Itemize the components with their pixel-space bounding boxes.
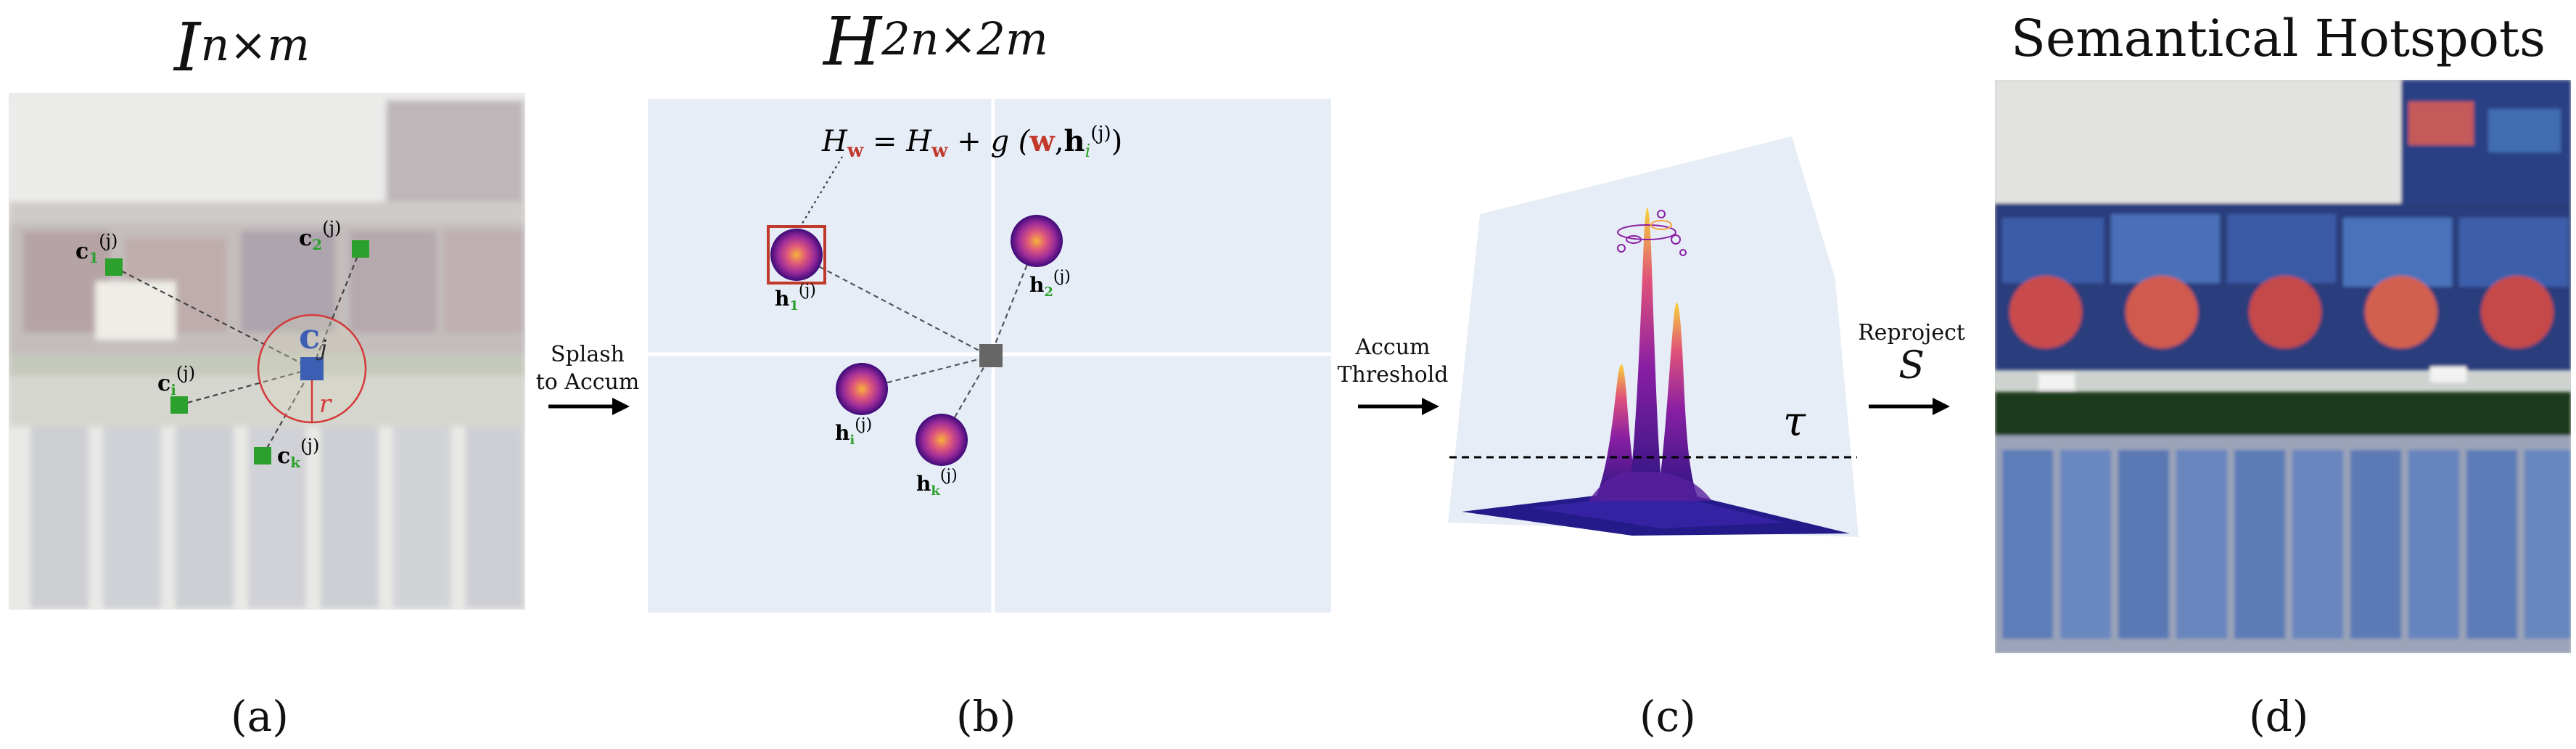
reproject-arrow-label: Reproject S: [1846, 319, 1977, 385]
reproject-arrow: [1869, 398, 1950, 415]
surface-peak-center: [1629, 208, 1663, 497]
label-hk: hk(j): [916, 467, 958, 499]
panel-d-caption: (d): [2249, 692, 2309, 741]
threshold-arrow: [1358, 398, 1439, 415]
label-c2: c2(j): [299, 218, 341, 253]
reproject-symbol: S: [1898, 343, 1925, 388]
label-ck: ck(j): [277, 435, 319, 471]
panel-b-caption: (b): [956, 692, 1016, 741]
splash-line1: Splash: [551, 342, 625, 367]
label-cj: cj: [299, 316, 327, 361]
label-h2: h2(j): [1029, 268, 1071, 300]
splash-arrow: [548, 398, 630, 415]
blob-h1: [770, 229, 823, 281]
threshold-line1: Accum: [1355, 335, 1431, 360]
panel-d-title: Semantical Hotspots: [2011, 9, 2546, 68]
panel-c-caption: (c): [1639, 692, 1696, 741]
update-formula: Hw = Hw + g (w,hi(j)): [821, 123, 1122, 162]
reproject-line1: Reproject: [1858, 320, 1965, 345]
panel-b-title: H2n×2m: [823, 9, 1048, 75]
panel-a-title-base: I: [174, 9, 201, 86]
marker-c2: [352, 240, 369, 258]
threshold-arrow-label: Accum Threshold: [1335, 334, 1451, 388]
panel-a-caption: (a): [231, 692, 289, 741]
label-radius: r: [319, 390, 332, 419]
surface-peak-left: [1596, 364, 1641, 497]
marker-ck: [254, 447, 271, 464]
splash-line2: to Accum: [535, 369, 640, 395]
accumulator-panel: Hw = Hw + g (w,hi(j)) h1(j) h2(j) hi(j) …: [648, 99, 1331, 613]
label-h1: h1(j): [775, 282, 816, 314]
splash-arrow-label: Splash to Accum: [530, 341, 646, 396]
threshold-tau: τ: [1783, 398, 1806, 446]
panel-a-title-sup: n×m: [200, 17, 310, 71]
marker-c1: [105, 258, 123, 276]
panel-b-title-sup: 2n×2m: [881, 12, 1048, 65]
marker-ci: [170, 396, 188, 414]
blob-hi: [836, 363, 888, 415]
threshold-line2: Threshold: [1337, 361, 1449, 388]
surface-peak-right: [1658, 302, 1698, 497]
label-ci: ci(j): [157, 363, 195, 398]
panel-a-image: c1(j) c2(j) ci(j) ck(j) cj r: [9, 93, 525, 610]
hotspots-image: [1995, 80, 2571, 653]
accum-center-marker: [979, 344, 1003, 367]
blob-hk: [915, 414, 968, 466]
label-hi: hi(j): [835, 416, 872, 448]
panel-a-title: In×m: [174, 15, 310, 81]
window-w: [767, 225, 826, 285]
panel-b-title-base: H: [823, 3, 882, 81]
blob-h2: [1011, 215, 1063, 267]
surface-plot: τ: [1448, 136, 1859, 537]
surface-contours: [1617, 210, 1687, 256]
marker-cj: [300, 357, 324, 380]
label-c1: c1(j): [75, 231, 118, 266]
